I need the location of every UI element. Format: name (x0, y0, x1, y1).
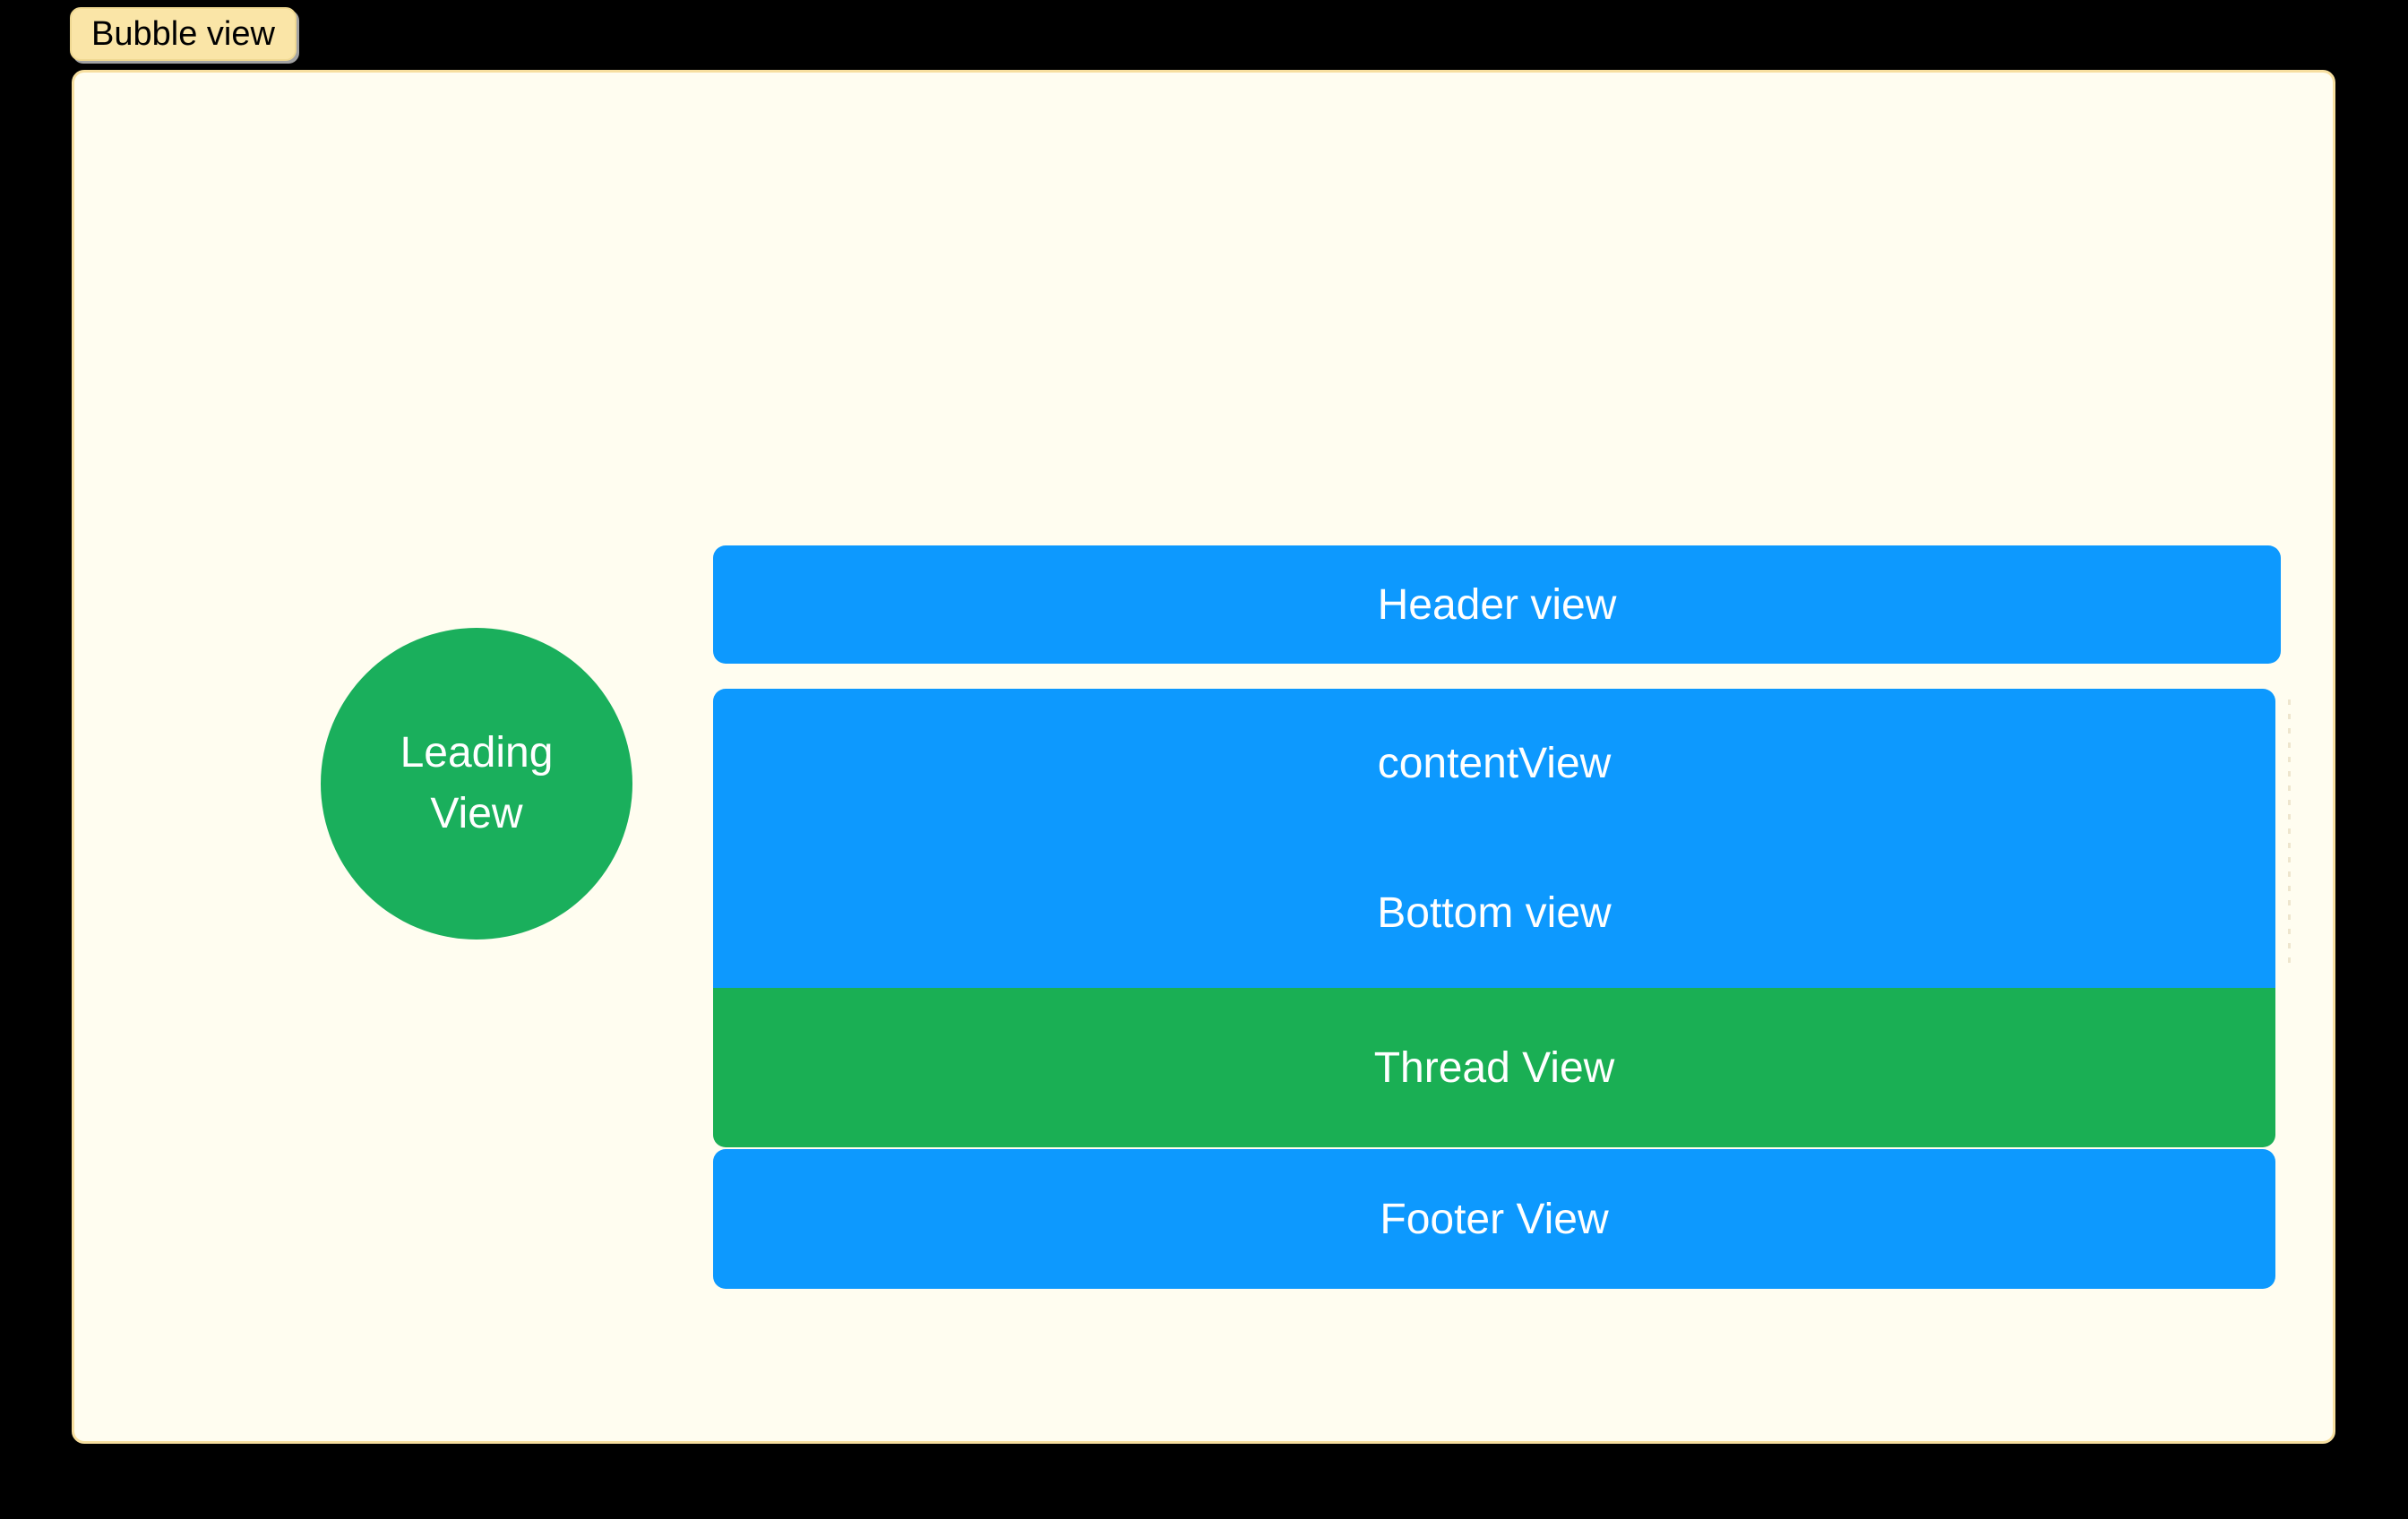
thread-view-bar[interactable]: Thread View (713, 988, 2275, 1147)
bottom-view-label-row: Bottom view (713, 838, 2275, 988)
footer-view-label: Footer View (1380, 1195, 1609, 1243)
thread-view-label: Thread View (1373, 1043, 1615, 1092)
alignment-guide-dots (2288, 699, 2291, 968)
bubble-view-badge[interactable]: Bubble view (70, 7, 297, 61)
content-view-bar[interactable]: contentView Bottom view (713, 689, 2275, 988)
header-view-bar[interactable]: Header view (713, 545, 2281, 664)
leading-view-circle[interactable]: Leading View (321, 628, 632, 940)
leading-view-label-line2: View (430, 790, 523, 837)
content-view-label: contentView (1377, 740, 1612, 787)
content-view-label-row: contentView (713, 689, 2275, 838)
leading-view-label-line1: Leading (400, 728, 554, 777)
footer-view-bar[interactable]: Footer View (713, 1149, 2275, 1289)
bottom-view-label: Bottom view (1377, 889, 1612, 937)
header-view-label: Header view (1377, 580, 1617, 629)
bubble-view-badge-label: Bubble view (91, 15, 275, 53)
bubble-view-canvas: Leading View Header view contentView Bot… (72, 70, 2335, 1444)
